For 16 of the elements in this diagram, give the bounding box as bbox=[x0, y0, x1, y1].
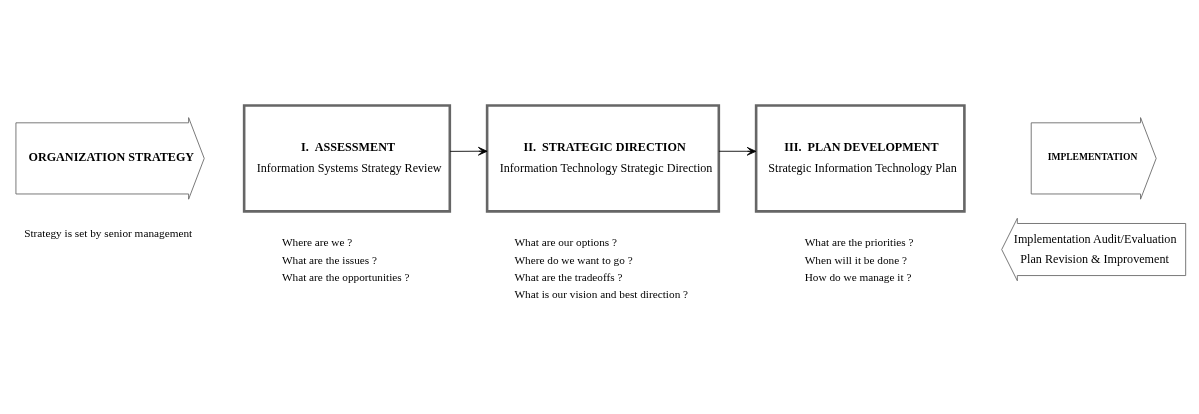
node-label: What are the opportunities ? bbox=[281, 271, 410, 284]
node-label: What are the priorities ? bbox=[804, 236, 914, 249]
node-box: I. ASSESSMENT Information Systems Strategy Review bbox=[242, 104, 452, 213]
arrow bbox=[718, 146, 757, 156]
node-label: What is our vision and best direction ? bbox=[514, 288, 689, 301]
node-label: What are the issues ? bbox=[281, 253, 377, 266]
node-label: Where are we ? bbox=[281, 236, 353, 249]
node-label: What are our options ? bbox=[514, 236, 618, 249]
node-label: What are the tradeoffs ? bbox=[514, 271, 623, 284]
node-label: Strategy is set by senior management bbox=[24, 226, 193, 239]
node-box: II. STRATEGIC DIRECTION Information Technology Strategic Direction bbox=[485, 104, 721, 213]
arrow bbox=[449, 146, 488, 156]
node-box: III. PLAN DEVELOPMENT Strategic Information Technology Plan bbox=[754, 104, 966, 213]
node-label: How do we manage it ? bbox=[804, 271, 912, 284]
node-label: When will it be done ? bbox=[804, 253, 908, 266]
node-label: Where do we want to go ? bbox=[514, 253, 633, 266]
